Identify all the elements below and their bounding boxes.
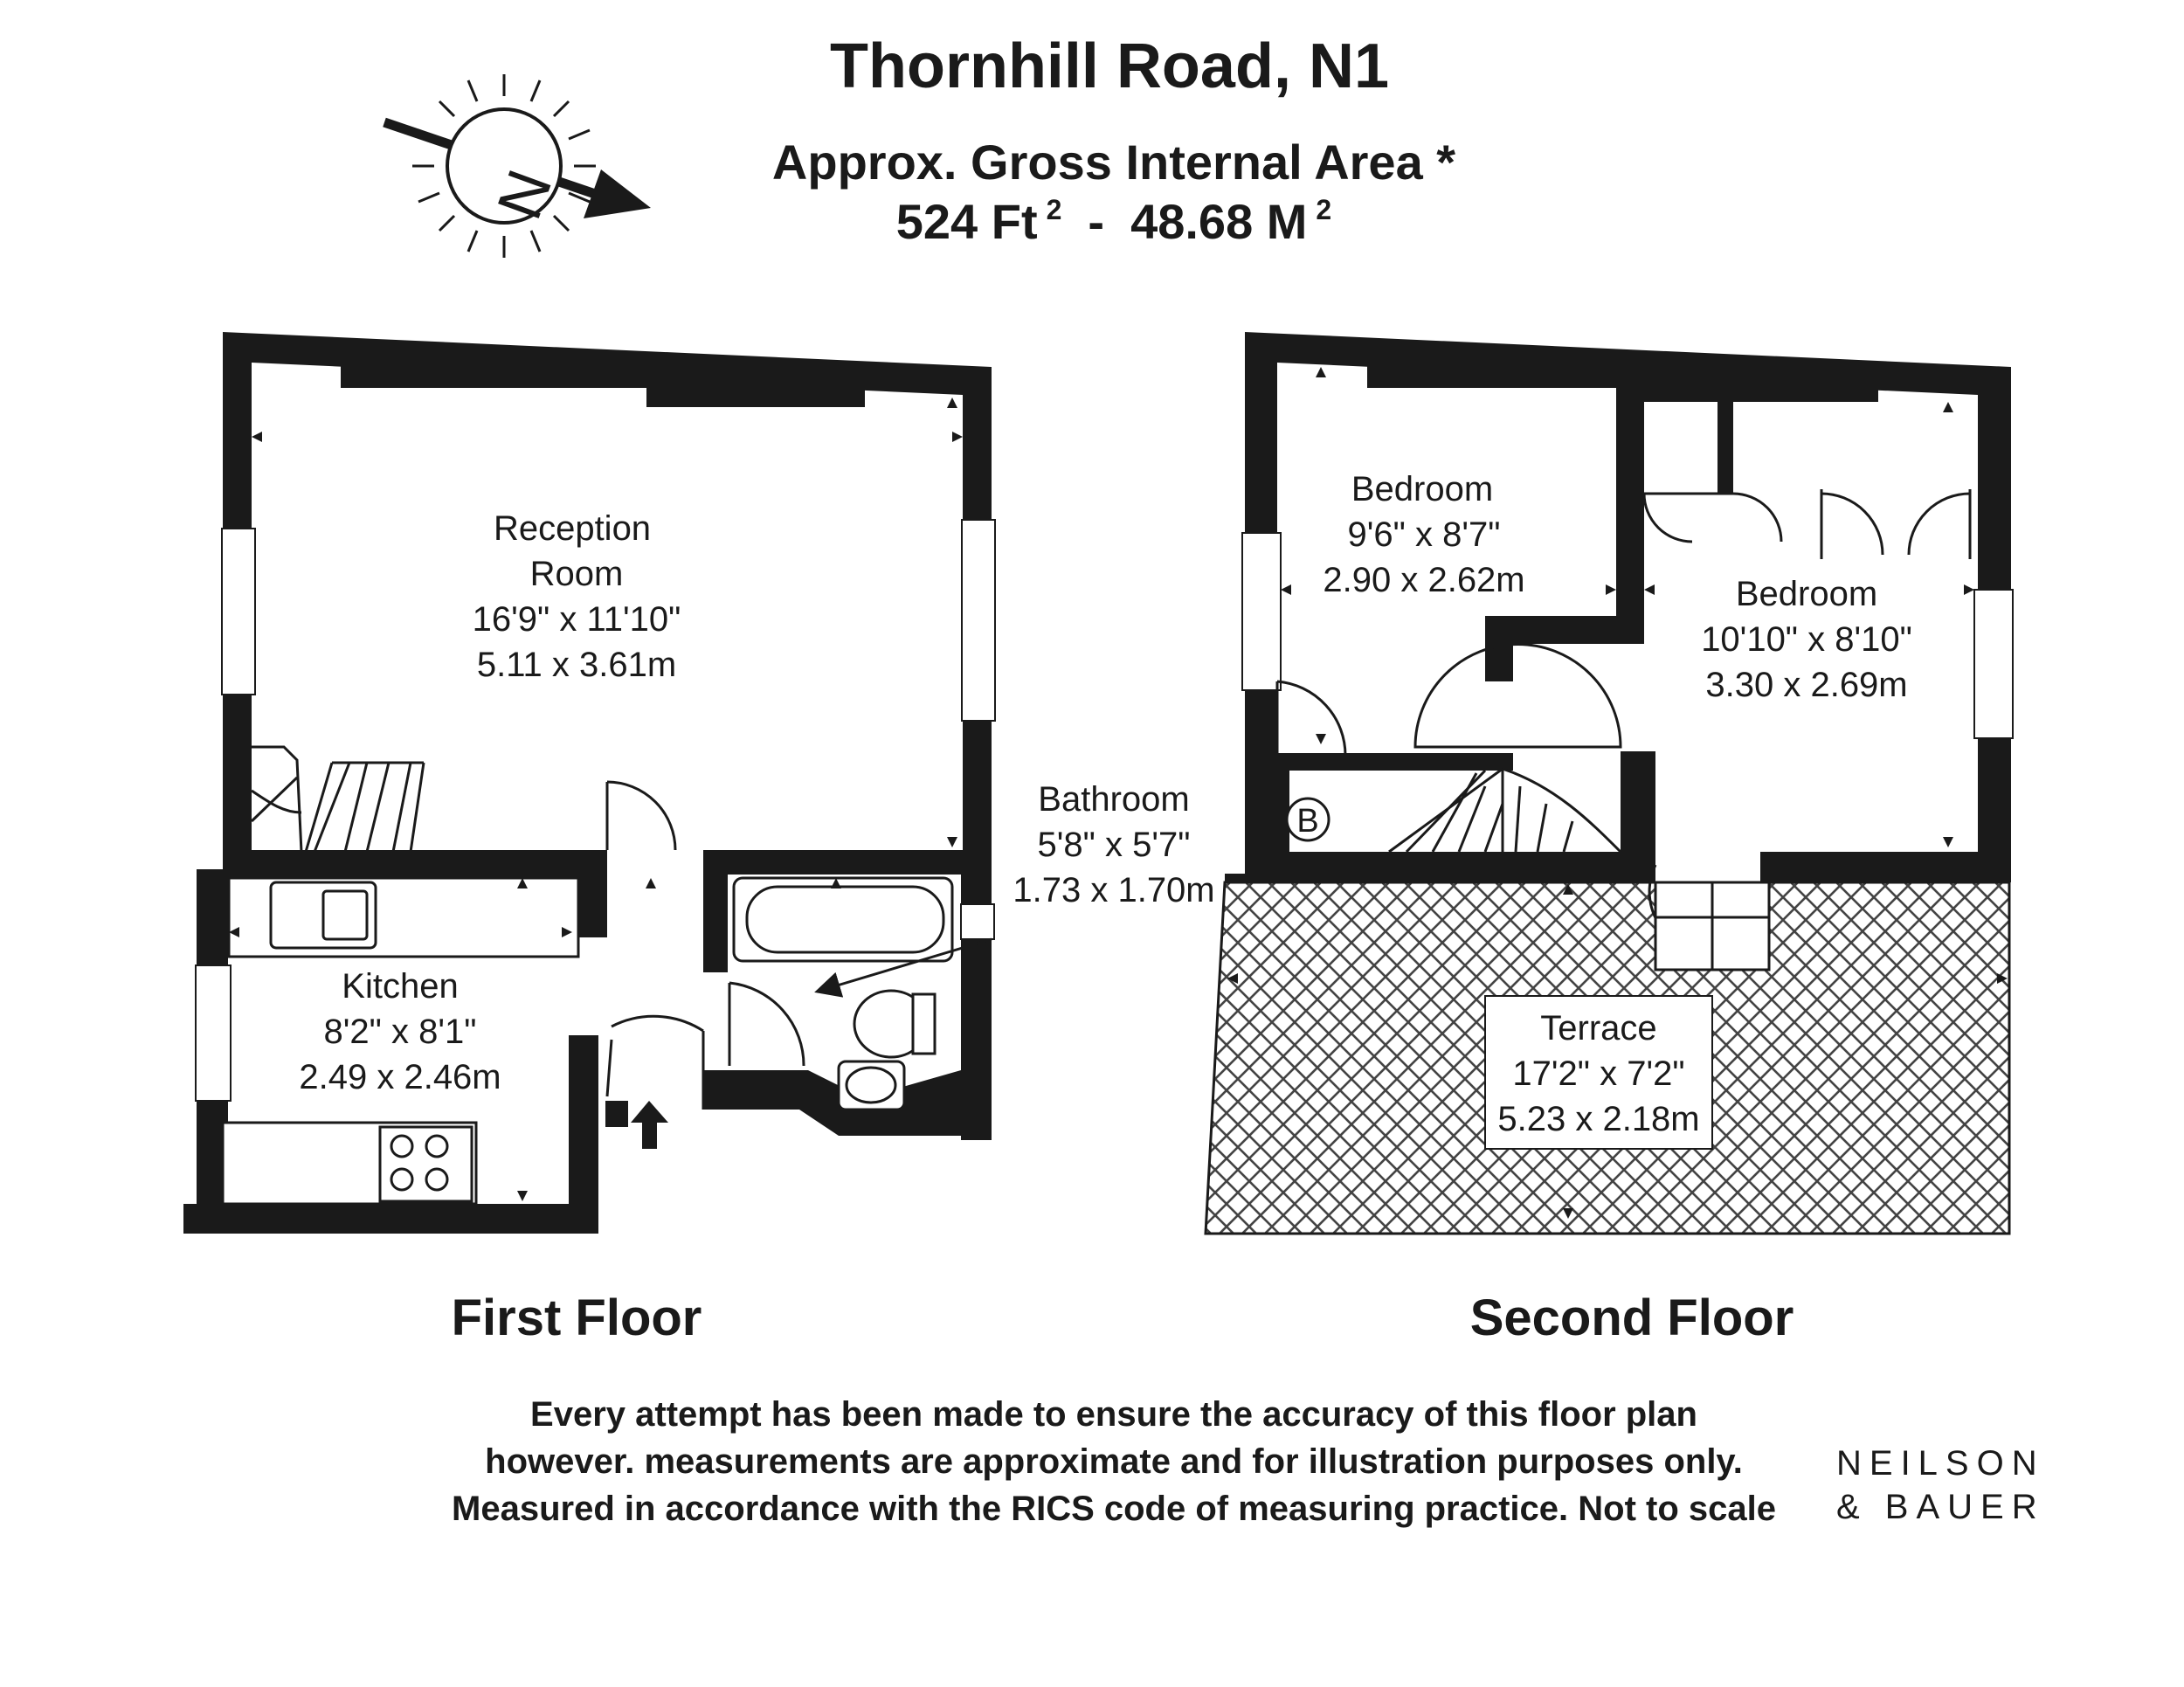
kitchen-name: Kitchen bbox=[342, 967, 458, 1006]
area-ft-sup: 2 bbox=[1047, 194, 1062, 225]
disclaimer-line-3: Measured in accordance with the RICS cod… bbox=[452, 1490, 1776, 1528]
reception-imperial: 16'9" x 11'10" bbox=[473, 600, 681, 639]
bathroom-imperial: 5'8" x 5'7" bbox=[1038, 826, 1191, 864]
kitchen-imperial: 8'2" x 8'1" bbox=[324, 1013, 477, 1051]
boiler-label: B bbox=[1296, 803, 1318, 840]
bedroom-2-metric: 3.30 x 2.69m bbox=[1705, 666, 1907, 704]
boiler-icon bbox=[1285, 797, 1330, 842]
first-floor-outer-wall bbox=[223, 332, 992, 882]
reception-name-1: Reception bbox=[494, 509, 651, 548]
second-floor-outer-wall bbox=[1225, 332, 2011, 882]
terrace-metric: 5.23 x 2.18m bbox=[1497, 1100, 1699, 1138]
bedroom-1-label: Bedroom 9'6" x 8'7" 2.90 x 2.62m bbox=[1323, 470, 1524, 599]
disclaimer-line-2: however. measurements are approximate an… bbox=[485, 1442, 1743, 1481]
area-ft: 524 Ft bbox=[896, 194, 1038, 249]
brand-line-1: NEILSON bbox=[1836, 1444, 2045, 1483]
area-label: Approx. Gross Internal Area * bbox=[772, 135, 1455, 190]
brand-line-2: & BAUER bbox=[1836, 1488, 2045, 1526]
bedroom-1-metric: 2.90 x 2.62m bbox=[1323, 561, 1524, 599]
page-title: Thornhill Road, N1 bbox=[830, 31, 1389, 101]
bedroom-2-label: Bedroom 10'10" x 8'10" 3.30 x 2.69m bbox=[1701, 575, 1912, 704]
disclaimer: Every attempt has been made to ensure th… bbox=[452, 1395, 1776, 1528]
disclaimer-line-1: Every attempt has been made to ensure th… bbox=[530, 1395, 1697, 1434]
terrace-imperial: 17'2" x 7'2" bbox=[1512, 1054, 1684, 1093]
reception-metric: 5.11 x 3.61m bbox=[477, 646, 676, 684]
area-m: 48.68 M bbox=[1130, 194, 1307, 249]
reception-room-label: Reception Room 16'9" x 11'10" 5.11 x 3.6… bbox=[473, 509, 681, 684]
bathroom-name: Bathroom bbox=[1038, 780, 1189, 819]
area-sep: - bbox=[1088, 194, 1104, 249]
first-floor-label: First Floor bbox=[452, 1289, 702, 1346]
bathroom-label: Bathroom 5'8" x 5'7" 1.73 x 1.70m bbox=[1013, 780, 1214, 909]
kitchen-label: Kitchen 8'2" x 8'1" 2.49 x 2.46m bbox=[299, 967, 501, 1096]
brand-logo: NEILSON & BAUER bbox=[1836, 1444, 2045, 1526]
north-arrow-icon: N bbox=[383, 74, 651, 258]
bedroom-1-name: Bedroom bbox=[1351, 470, 1493, 508]
reception-name-2: Room bbox=[530, 555, 624, 593]
bedroom-2-name: Bedroom bbox=[1736, 575, 1877, 613]
terrace-label-box bbox=[1484, 995, 1713, 1150]
bedroom-1-imperial: 9'6" x 8'7" bbox=[1348, 515, 1501, 554]
first-floor-plan bbox=[183, 332, 996, 1234]
header: Thornhill Road, N1 Approx. Gross Interna… bbox=[772, 31, 1455, 249]
area-m-sup: 2 bbox=[1316, 194, 1331, 225]
kitchen-metric: 2.49 x 2.46m bbox=[299, 1058, 501, 1096]
terrace-name: Terrace bbox=[1540, 1009, 1656, 1047]
second-floor-plan: B bbox=[1204, 332, 2014, 1235]
bedroom-2-imperial: 10'10" x 8'10" bbox=[1701, 620, 1912, 659]
bathroom-metric: 1.73 x 1.70m bbox=[1013, 871, 1214, 909]
second-floor-label: Second Floor bbox=[1470, 1289, 1794, 1346]
entrance-arrow-icon bbox=[631, 1101, 668, 1149]
terrace-label: Terrace 17'2" x 7'2" 5.23 x 2.18m bbox=[1497, 1009, 1699, 1138]
